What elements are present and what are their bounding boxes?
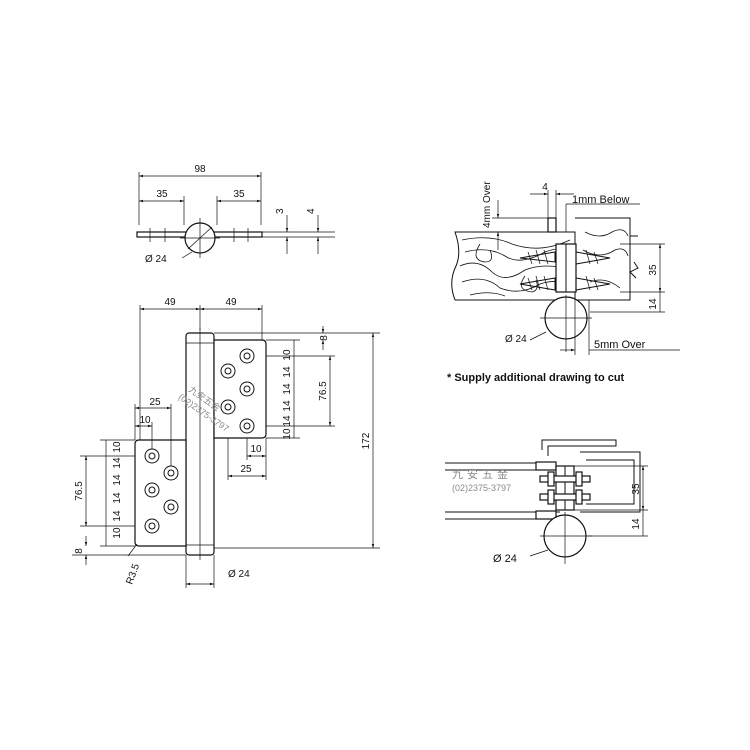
wood-leaf-height-label: 35 xyxy=(648,264,659,276)
top-left-offset-label: 35 xyxy=(156,189,168,200)
wood-gap-label: 4 xyxy=(542,182,548,193)
left-pitch-3: 14 xyxy=(112,474,123,486)
wood-side-over-label: 5mm Over xyxy=(594,339,646,351)
bottom-edge-label: 8 xyxy=(74,548,85,554)
left-leaf-offset-label: 25 xyxy=(149,397,161,408)
watermark-company-2: 九安五金 xyxy=(452,467,512,481)
wood-over-top-label: 4mm Over xyxy=(482,181,493,228)
top-thickness-a-label: 3 xyxy=(275,208,286,214)
top-overall-width-label: 98 xyxy=(194,164,206,175)
top-edge-label: 8 xyxy=(319,335,330,341)
front-view: 49 49 10 14 14 14 14 10 76.5 xyxy=(72,297,380,588)
right-leaf-holes xyxy=(220,348,255,434)
left-pitch-2: 14 xyxy=(112,457,123,469)
watermark-stamp-2: 九安五金 (02)2375-3797 xyxy=(452,467,512,493)
right-pitch-4: 14 xyxy=(282,400,293,412)
corner-radius-label: R3.5 xyxy=(124,562,142,586)
wood-bottom-gap-label: 14 xyxy=(648,298,659,310)
right-pitch-1: 10 xyxy=(282,349,293,361)
right-pitch-2: 14 xyxy=(282,366,293,378)
metal-leaf-height-label: 35 xyxy=(631,483,642,495)
metal-bolts xyxy=(539,471,591,505)
right-pitch-5: 14 xyxy=(282,415,293,427)
right-hole-span-label: 76.5 xyxy=(318,381,329,401)
left-pitch-4: 14 xyxy=(112,492,123,504)
top-right-offset-label: 35 xyxy=(233,189,245,200)
top-pin-diameter-label: Ø 24 xyxy=(145,254,167,265)
right-pitch-3: 14 xyxy=(282,383,293,395)
left-pitch-5: 14 xyxy=(112,510,123,522)
right-leaf-inner-label: 10 xyxy=(250,444,262,455)
metal-section: Ø 24 35 14 九安五金 (02)2375-3797 xyxy=(445,439,648,565)
wood-screws xyxy=(519,249,611,291)
wood-below-label: 1mm Below xyxy=(572,194,630,206)
overall-height-label: 172 xyxy=(361,432,372,449)
wood-section: Ø 24 4mm Over 4 1mm Below 35 14 5mm Over xyxy=(451,181,680,355)
left-pitch-1: 10 xyxy=(112,441,123,453)
right-pitch-6: 10 xyxy=(282,428,293,440)
front-half-width-left-label: 49 xyxy=(164,297,176,308)
top-thickness-b-label: 4 xyxy=(306,208,317,214)
watermark-phone-2: (02)2375-3797 xyxy=(452,483,511,493)
wood-pin-diameter-label: Ø 24 xyxy=(505,334,527,345)
metal-bottom-gap-label: 14 xyxy=(631,518,642,530)
metal-pin-diameter-label: Ø 24 xyxy=(493,553,517,565)
left-leaf-inner-label: 10 xyxy=(139,415,151,426)
cutting-note: * Supply additional drawing to cut xyxy=(447,372,625,384)
left-hole-span-label: 76.5 xyxy=(74,481,85,501)
front-half-width-right-label: 49 xyxy=(225,297,237,308)
right-leaf-offset-label: 25 xyxy=(240,464,252,475)
front-pin-diameter-label: Ø 24 xyxy=(228,569,250,580)
left-pitch-6: 10 xyxy=(112,527,123,539)
top-view: 98 35 35 Ø 24 3 4 xyxy=(136,164,335,265)
